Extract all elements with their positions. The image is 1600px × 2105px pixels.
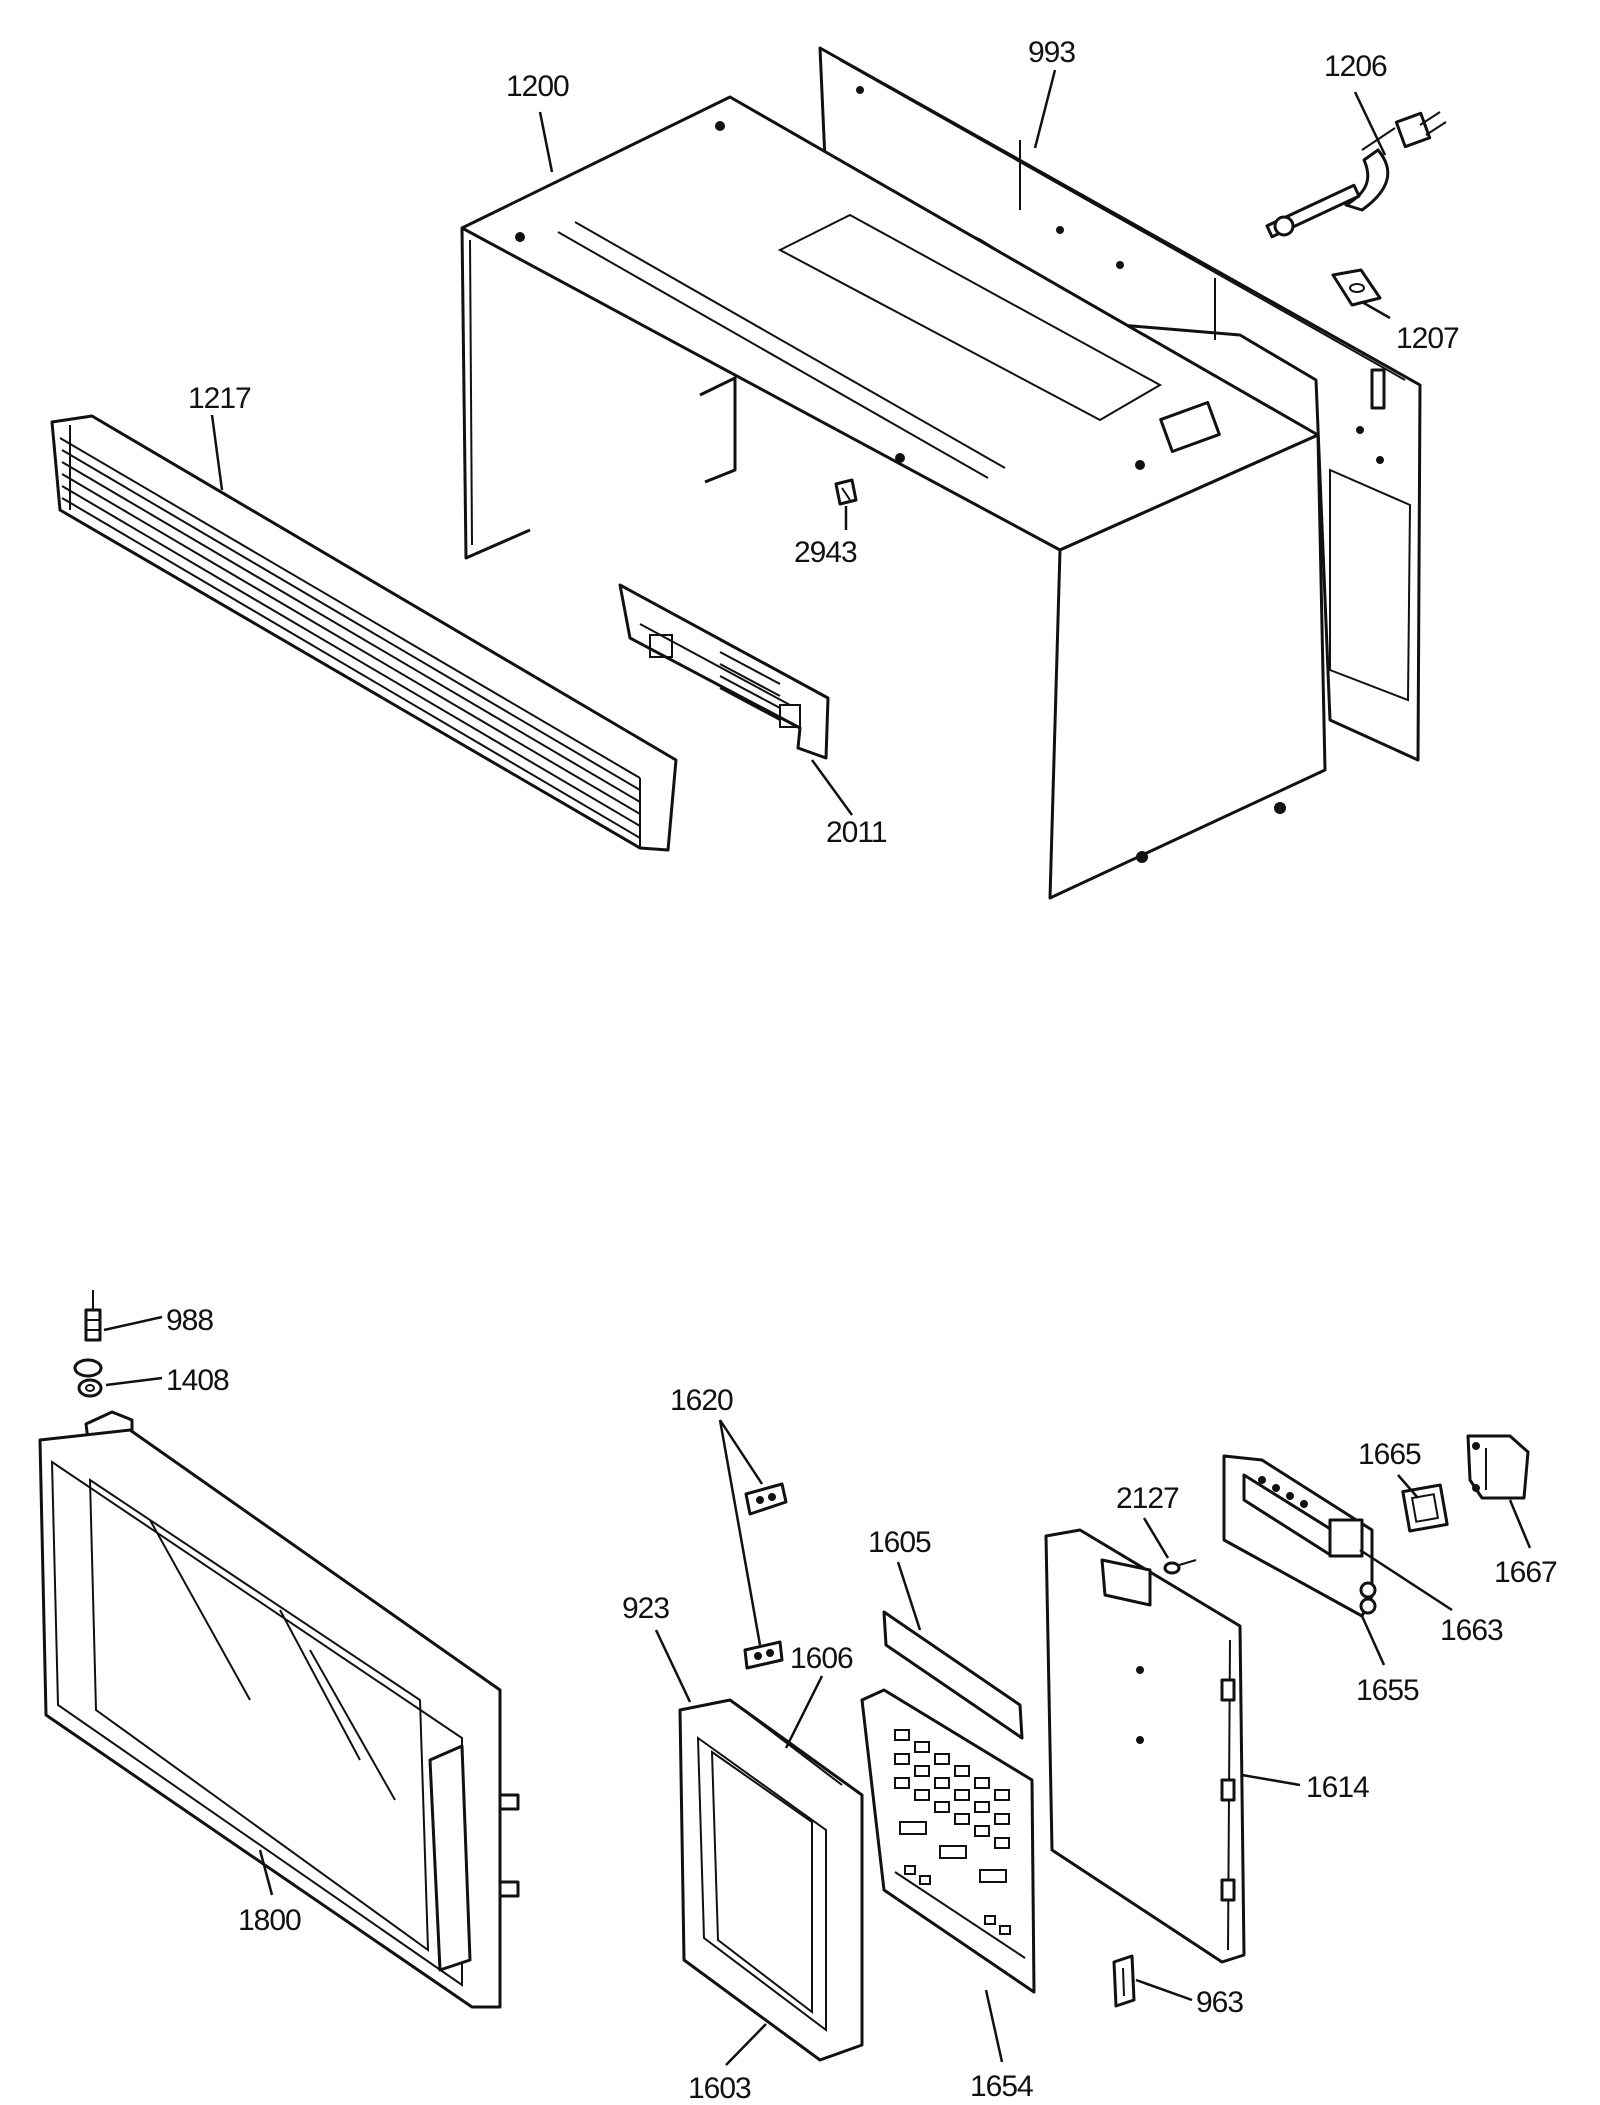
label-988: 988: [166, 1304, 213, 1337]
part-963-clip: [1112, 1954, 1136, 2008]
label-923: 923: [622, 1592, 669, 1625]
part-1665-gasket: [1401, 1483, 1449, 1533]
leader-988: [103, 1315, 163, 1332]
part-1207-bracket: [1331, 268, 1382, 307]
label-1206: 1206: [1324, 50, 1387, 83]
label-1663: 1663: [1440, 1614, 1503, 1647]
part-2943-clip: [834, 478, 858, 506]
part-1654-keypad-overlay: [860, 1688, 1036, 1994]
leader-1606: [784, 1675, 824, 1749]
leader-993: [1033, 69, 1057, 149]
label-1614: 1614: [1306, 1771, 1369, 1804]
label-1654: 1654: [970, 2070, 1033, 2103]
label-1655: 1655: [1356, 1674, 1419, 1707]
leader-1663: [1359, 1548, 1453, 1612]
part-1217-grille: [50, 414, 678, 852]
leader-1620-b: [718, 1419, 762, 1646]
label-1200: 1200: [506, 70, 569, 103]
leader-2011: [810, 759, 854, 816]
leader-1408: [105, 1376, 163, 1387]
leader-1614: [1241, 1773, 1301, 1787]
leader-923: [654, 1629, 692, 1703]
label-1606: 1606: [790, 1642, 853, 1675]
part-923-control-frame: [678, 1698, 864, 2062]
label-1207: 1207: [1396, 322, 1459, 355]
leader-1620-a: [718, 1419, 764, 1485]
part-1620-hinge-clip-upper: [744, 1482, 788, 1516]
leader-1603: [725, 2023, 767, 2066]
part-1605-display-window: [882, 1610, 1024, 1740]
part-1667-bracket: [1466, 1434, 1530, 1500]
leader-1665: [1397, 1474, 1419, 1499]
label-963: 963: [1196, 1986, 1243, 2019]
leader-2127: [1142, 1517, 1170, 1559]
label-1620: 1620: [670, 1384, 733, 1417]
leader-1200: [538, 111, 554, 173]
part-2127-screw: [1163, 1559, 1197, 1575]
leader-1207: [1361, 300, 1391, 320]
label-1217: 1217: [188, 382, 251, 415]
label-1665: 1665: [1358, 1438, 1421, 1471]
label-2011: 2011: [826, 816, 887, 849]
part-2011-vent-plate: [618, 583, 830, 760]
part-1655-circuit-board: [1222, 1454, 1377, 1618]
label-2127: 2127: [1116, 1482, 1179, 1515]
part-1620-hinge-clip-lower: [743, 1640, 784, 1670]
part-1614-control-bracket: [1044, 1528, 1246, 1964]
leader-1654: [984, 1989, 1004, 2063]
label-1605: 1605: [868, 1526, 931, 1559]
label-2943: 2943: [794, 536, 857, 569]
leader-1667: [1508, 1499, 1532, 1549]
leader-1217: [210, 414, 224, 491]
label-1603: 1603: [688, 2072, 751, 2105]
part-1800-door: [38, 1410, 520, 2009]
label-1667: 1667: [1494, 1556, 1557, 1589]
leader-963: [1135, 1978, 1193, 2002]
label-1800: 1800: [238, 1904, 301, 1937]
label-993: 993: [1028, 36, 1075, 69]
label-1408: 1408: [166, 1364, 229, 1397]
part-1200-outer-case: [460, 95, 1327, 900]
leader-1206: [1353, 91, 1387, 156]
part-1408-washer: [73, 1358, 103, 1398]
part-988-screw: [84, 1290, 102, 1342]
leader-1605: [896, 1561, 922, 1631]
leader-1655: [1360, 1615, 1386, 1666]
part-1206-power-cord: [1265, 111, 1447, 239]
leader-1800: [258, 1849, 274, 1896]
